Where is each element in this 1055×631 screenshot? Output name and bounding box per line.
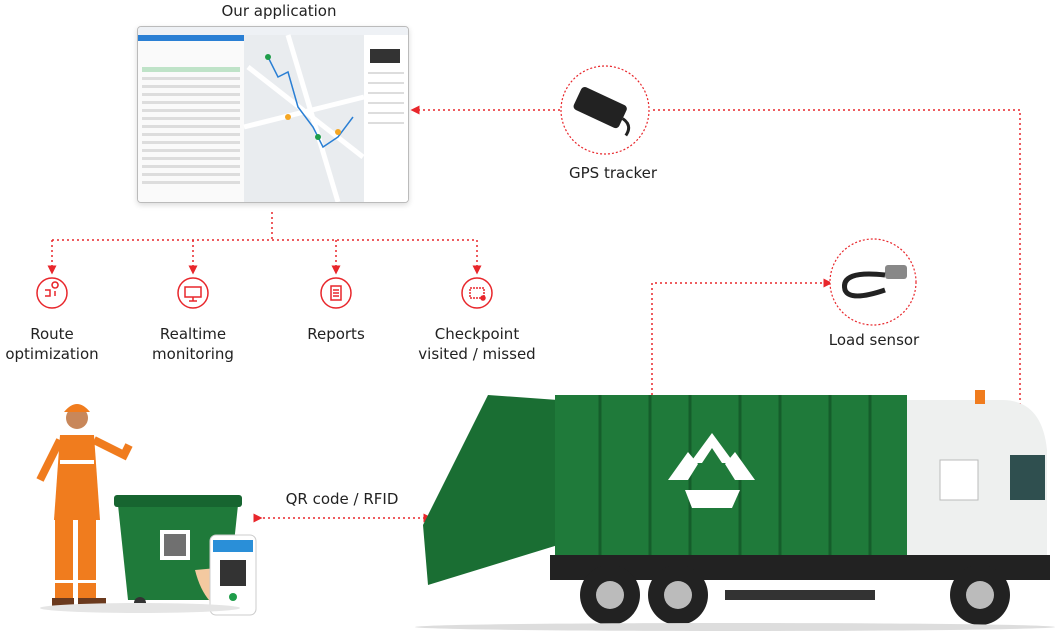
- phone-illustration: [195, 534, 257, 616]
- qr-rfid-label: QR code / RFID: [285, 490, 399, 508]
- feature-checkpoint: Checkpoint visited / missed: [407, 324, 547, 364]
- recycle-icon: [668, 433, 755, 508]
- checkpoint-icon: [461, 277, 493, 309]
- garbage-truck-illustration: [415, 390, 1055, 631]
- feature-route-optimization: Route optimization: [0, 324, 122, 364]
- feature-label: optimization: [5, 345, 99, 363]
- worker-illustration: [36, 404, 133, 606]
- application-screenshot: [137, 26, 409, 203]
- feature-label: Checkpoint: [434, 325, 520, 343]
- feature-realtime-monitoring: Realtime monitoring: [123, 324, 263, 364]
- feature-label: visited / missed: [418, 345, 536, 363]
- truck-to-gps-line: [650, 109, 1021, 440]
- monitor-icon: [177, 277, 209, 309]
- gps-tracker-icon: [573, 86, 631, 137]
- load-sensor-label: Load sensor: [828, 331, 920, 349]
- feature-label: Realtime: [159, 325, 227, 343]
- app-mock: [138, 27, 408, 202]
- report-icon: [320, 277, 352, 309]
- app-title: Our application: [221, 2, 337, 20]
- route-icon: [36, 277, 68, 309]
- truck-to-load-line: [651, 278, 833, 565]
- load-sensor-circle: [829, 238, 917, 326]
- feature-reports: Reports: [266, 324, 406, 344]
- gps-tracker-label: GPS tracker: [569, 164, 657, 182]
- feature-label: Route: [30, 325, 74, 343]
- feature-label: Reports: [307, 325, 365, 343]
- feature-label: monitoring: [152, 345, 234, 363]
- load-sensor-icon: [842, 265, 907, 299]
